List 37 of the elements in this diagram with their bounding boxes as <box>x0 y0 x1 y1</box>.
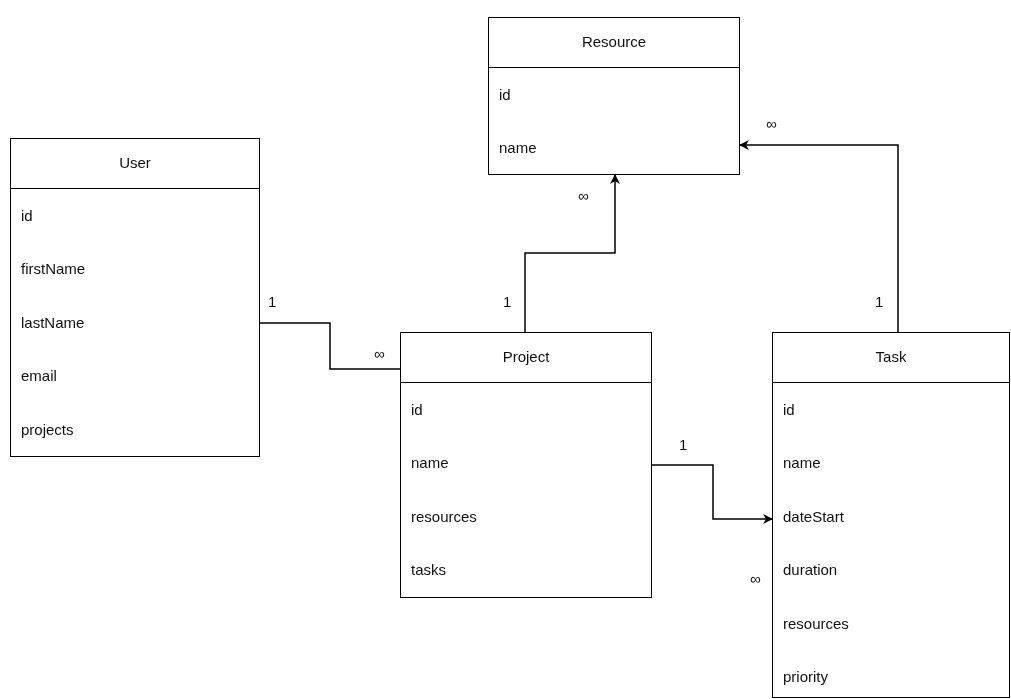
cardinality-label: 1 <box>268 294 277 309</box>
cardinality-label: ∞ <box>750 571 761 586</box>
connector-line <box>651 464 773 524</box>
field-name: id <box>499 84 511 105</box>
connector-line <box>524 174 620 333</box>
cardinality-label: 1 <box>503 294 512 309</box>
field-name: name <box>499 138 537 158</box>
field-name: duration <box>783 560 838 580</box>
cardinality-label: ∞ <box>578 188 589 203</box>
table-box <box>488 17 740 175</box>
table-title: Project <box>502 347 550 368</box>
field-name: priority <box>783 667 828 687</box>
table-box <box>400 332 652 598</box>
field-name: id <box>21 205 33 226</box>
table-title: User <box>119 153 151 174</box>
field-name: id <box>411 399 423 420</box>
field-name: id <box>783 399 795 420</box>
table-title: Resource <box>581 32 647 53</box>
cardinality-label: ∞ <box>374 346 385 361</box>
field-name: firstName <box>21 259 86 279</box>
table-box <box>772 332 1010 698</box>
field-name: name <box>411 453 449 473</box>
cardinality-label: 1 <box>679 437 688 452</box>
field-name: name <box>783 453 821 473</box>
table-box <box>10 138 260 457</box>
field-name: lastName <box>21 312 85 333</box>
field-name: tasks <box>411 560 446 580</box>
table-title: Task <box>875 347 907 368</box>
field-name: resources <box>411 506 477 527</box>
connector-line <box>259 322 401 370</box>
connector-line <box>739 140 899 333</box>
cardinality-label: ∞ <box>766 116 777 131</box>
field-name: resources <box>783 613 849 634</box>
field-name: projects <box>21 419 74 440</box>
field-name: dateStart <box>783 506 844 527</box>
field-name: email <box>21 366 57 386</box>
cardinality-label: 1 <box>875 294 884 309</box>
